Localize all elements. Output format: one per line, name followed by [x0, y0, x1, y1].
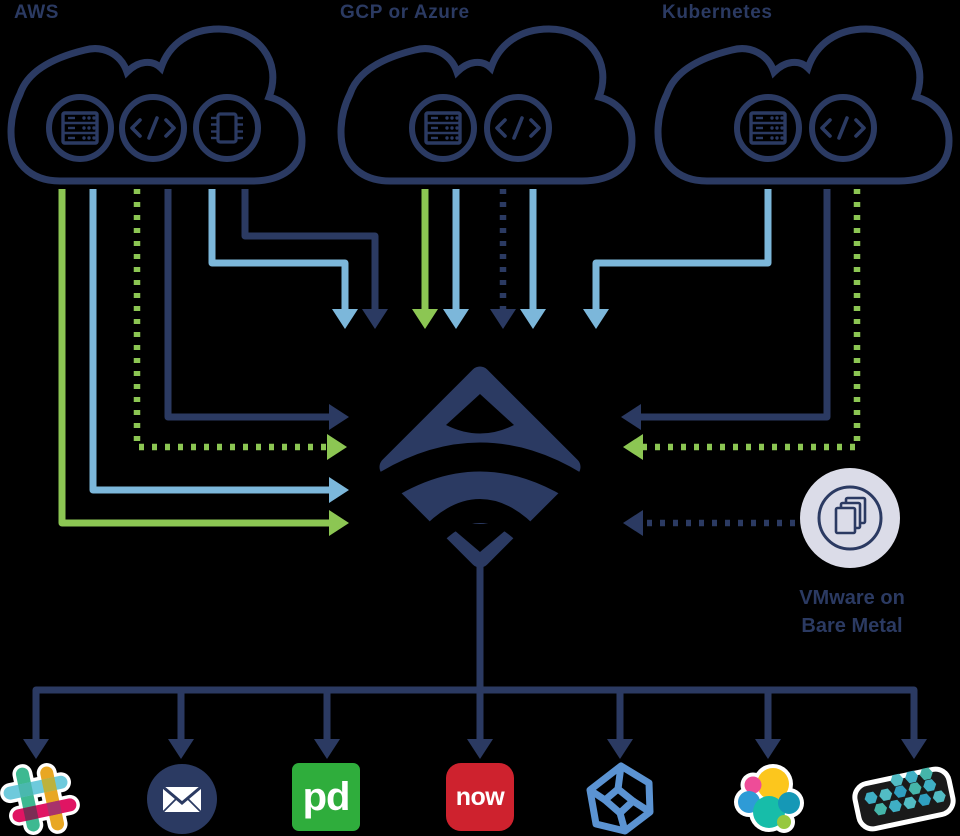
pagerduty-icon: pd — [292, 763, 360, 831]
arrowhead-drop-pagerduty — [314, 739, 340, 759]
virtual-machine-pages-icon — [834, 496, 867, 535]
vmware-bare-metal-node — [800, 468, 900, 568]
arrowhead-aws-navy-top — [362, 309, 388, 329]
vmware-label-line1: VMware on — [799, 587, 905, 609]
agent-circle — [119, 94, 187, 162]
vmware-bare-metal-label: VMware on Bare Metal — [752, 584, 952, 640]
arrowhead-gcp-navy-dotted-top — [490, 309, 516, 329]
arrowhead-bus-left — [23, 739, 49, 759]
cloud-label-gcp-azure: GCP or Azure — [340, 2, 470, 23]
arrowhead-aws-blue-top — [332, 309, 358, 329]
agent-circle — [484, 94, 552, 162]
agent-circle — [734, 94, 802, 162]
slack-icon — [0, 763, 80, 835]
vmware-label-line2: Bare Metal — [801, 615, 903, 637]
influxdb-icon — [586, 762, 654, 835]
arrowhead-aws-green-dotted-left — [327, 434, 347, 460]
code-icon — [130, 116, 176, 140]
server-rack-icon — [61, 111, 99, 145]
arrowhead-backend-stem — [467, 739, 493, 759]
connection-aws-blue-top — [208, 189, 349, 322]
arrowhead-aws-green-left — [329, 510, 349, 536]
connection-aws-green-dotted-left — [133, 189, 340, 451]
arrowhead-k8s-green-dotted-right — [623, 434, 643, 460]
arrowhead-bus-right — [901, 739, 927, 759]
arrowhead-aws-blue-left — [329, 477, 349, 503]
arrowhead-aws-navy-left — [329, 404, 349, 430]
connection-aws-navy-top — [241, 189, 379, 322]
connection-aws-green-left — [58, 189, 342, 527]
code-icon — [495, 116, 541, 140]
agent-circle — [809, 94, 877, 162]
connection-bus-left — [32, 686, 480, 752]
sensu-diamond-logo — [353, 366, 607, 568]
connection-k8s-blue-top — [592, 189, 772, 322]
cloud-label-aws: AWS — [14, 2, 60, 23]
email-icon — [147, 764, 217, 834]
cloud-kubernetes — [658, 29, 949, 181]
agent-circle — [409, 94, 477, 162]
connection-bus-right — [480, 686, 918, 752]
chip-icon — [209, 112, 245, 144]
graphite-icon — [852, 766, 956, 832]
arrowhead-vmware-navy-dotted — [623, 510, 643, 536]
servicenow-icon: now — [446, 763, 514, 831]
agent-circle — [193, 94, 261, 162]
arrowhead-k8s-blue-top — [583, 309, 609, 329]
server-rack-icon — [749, 111, 787, 145]
agent-circle — [46, 94, 114, 162]
server-rack-icon — [424, 111, 462, 145]
connection-aws-navy-left — [164, 189, 342, 421]
cloud-aws — [11, 29, 302, 181]
arrowhead-drop-email — [168, 739, 194, 759]
arrowhead-drop-elastic — [755, 739, 781, 759]
arrowhead-gcp-green-top — [412, 309, 438, 329]
connection-aws-blue-left — [89, 189, 342, 494]
cloud-label-kubernetes: Kubernetes — [662, 2, 773, 23]
connection-k8s-navy-right — [628, 189, 831, 421]
arrowhead-gcp-blue-top-1 — [443, 309, 469, 329]
arrowhead-k8s-navy-right — [621, 404, 641, 430]
cloud-gcp-azure — [341, 29, 632, 181]
connection-k8s-green-dotted-right — [630, 189, 861, 451]
elastic-icon — [734, 764, 804, 833]
arrowhead-drop-influxdb — [607, 739, 633, 759]
code-icon — [820, 116, 866, 140]
arrowhead-gcp-blue-top-2 — [520, 309, 546, 329]
